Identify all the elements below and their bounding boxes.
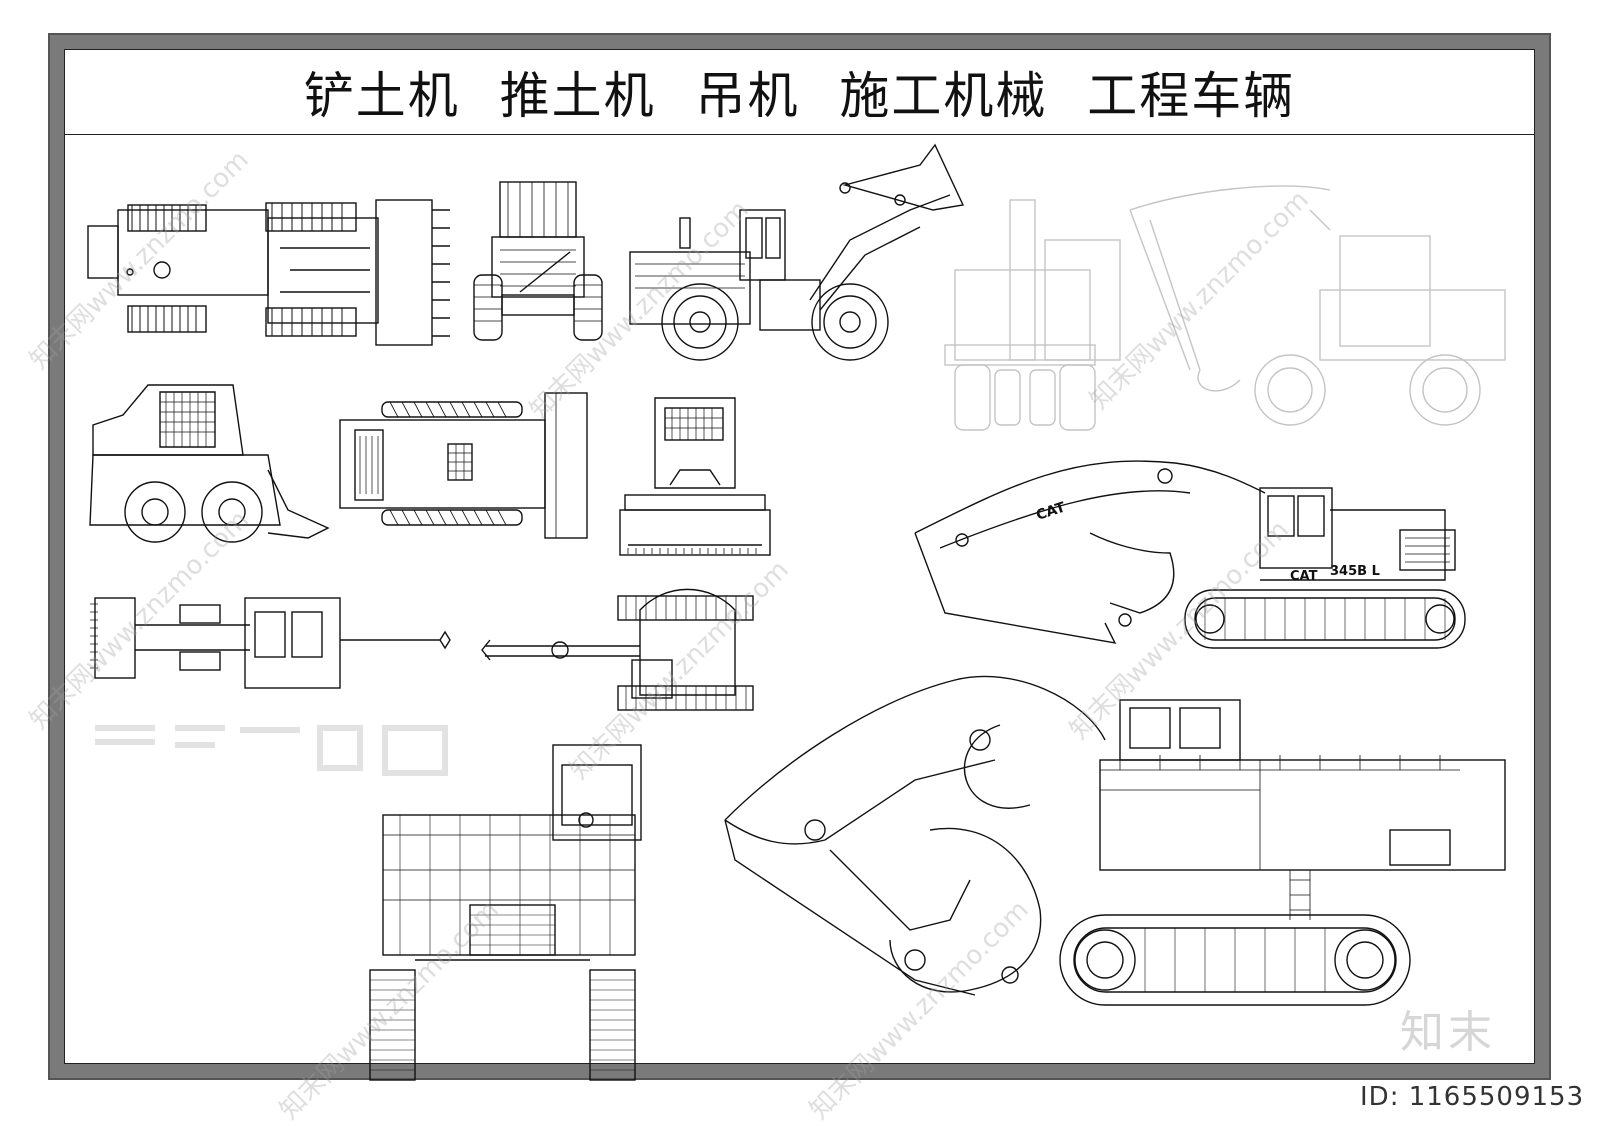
model-badge: 345B L: [1330, 564, 1380, 579]
image-id-label: ID: 1165509153: [1360, 1082, 1585, 1112]
drawing-sheet: [48, 33, 1551, 1080]
mining-excavator-front-view: [369, 744, 642, 1081]
cat-345b-excavator: [914, 460, 1466, 649]
bulldozer-front-view: [473, 181, 603, 341]
title-band: 铲土机 推土机 吊机 施工机械 工程车辆: [64, 49, 1535, 135]
dozer-rear-view: [619, 397, 771, 556]
drawing-area: [64, 49, 1535, 1064]
cat-boom-logo: CAT: [1034, 499, 1067, 523]
wheel-loader-side-view: [629, 143, 965, 361]
backhoe-top-view: [90, 597, 451, 689]
sheet-title: 铲土机 推土机 吊机 施工机械 工程车辆: [303, 66, 1296, 125]
wheeled-excavator-faint: [944, 185, 1506, 431]
brand-mark: 知末: [1400, 1007, 1496, 1058]
loader-top-view: [87, 199, 450, 346]
faded-lettering-artifact: [95, 725, 448, 776]
skid-steer-loader: [89, 384, 330, 543]
mini-excavator-top-view: [481, 588, 754, 711]
mining-excavator-side-view: [724, 675, 1506, 1006]
sheet-border: [50, 35, 1549, 1078]
cat-body-logo: CAT: [1290, 569, 1318, 584]
bulldozer-top-view: [339, 392, 588, 539]
